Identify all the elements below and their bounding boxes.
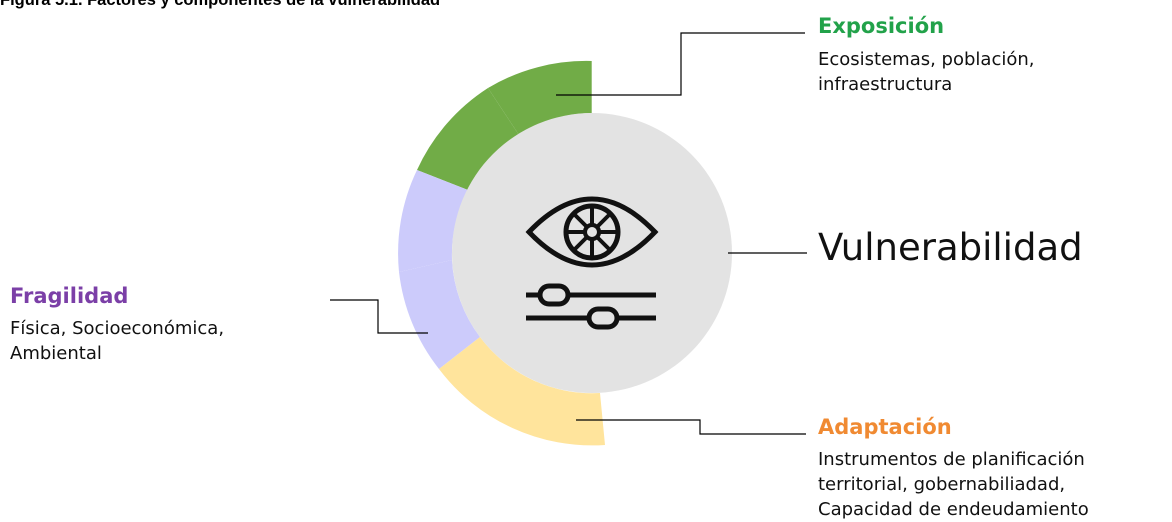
figure-title: Figura 5.1. Factores y componentes de la…: [0, 0, 441, 9]
sliders-icon: [526, 283, 656, 330]
fragilidad-desc-line: Ambiental: [10, 343, 102, 364]
segment-fragilidad-lower: [399, 260, 480, 369]
adaptacion-title: Adaptación: [818, 415, 952, 439]
fragilidad-description: Física, Socioeconómica, Ambiental: [10, 316, 224, 366]
exposicion-description: Ecosistemas, población, infraestructura: [818, 47, 1035, 97]
connector-fragilidad: [330, 299, 428, 334]
segment-fragilidad-upper: [398, 170, 468, 272]
segment-adaptacion: [439, 337, 605, 446]
adaptacion-desc-line: Capacidad de endeudamiento: [818, 499, 1089, 520]
adaptacion-desc-line: Instrumentos de planificación: [818, 449, 1085, 470]
connector-exposicion: [556, 32, 805, 96]
fragilidad-desc-line: Física, Socioeconómica,: [10, 318, 225, 339]
eye-icon: [525, 196, 659, 268]
fragilidad-title: Fragilidad: [10, 284, 129, 308]
connector-adaptacion: [576, 419, 806, 435]
exposicion-title: Exposición: [818, 14, 945, 38]
segment-exposicion-left: [417, 88, 519, 190]
segment-exposicion-top: [488, 60, 592, 135]
ring: [398, 60, 605, 446]
vulnerabilidad-label: Vulnerabilidad: [818, 226, 1083, 269]
exposicion-desc-line: infraestructura: [818, 74, 953, 95]
adaptacion-description: Instrumentos de planificación territoria…: [818, 447, 1089, 522]
exposicion-desc-line: Ecosistemas, población,: [818, 49, 1035, 70]
connectors: [330, 32, 807, 435]
adaptacion-desc-line: territorial, gobernabiliadad,: [818, 474, 1066, 495]
